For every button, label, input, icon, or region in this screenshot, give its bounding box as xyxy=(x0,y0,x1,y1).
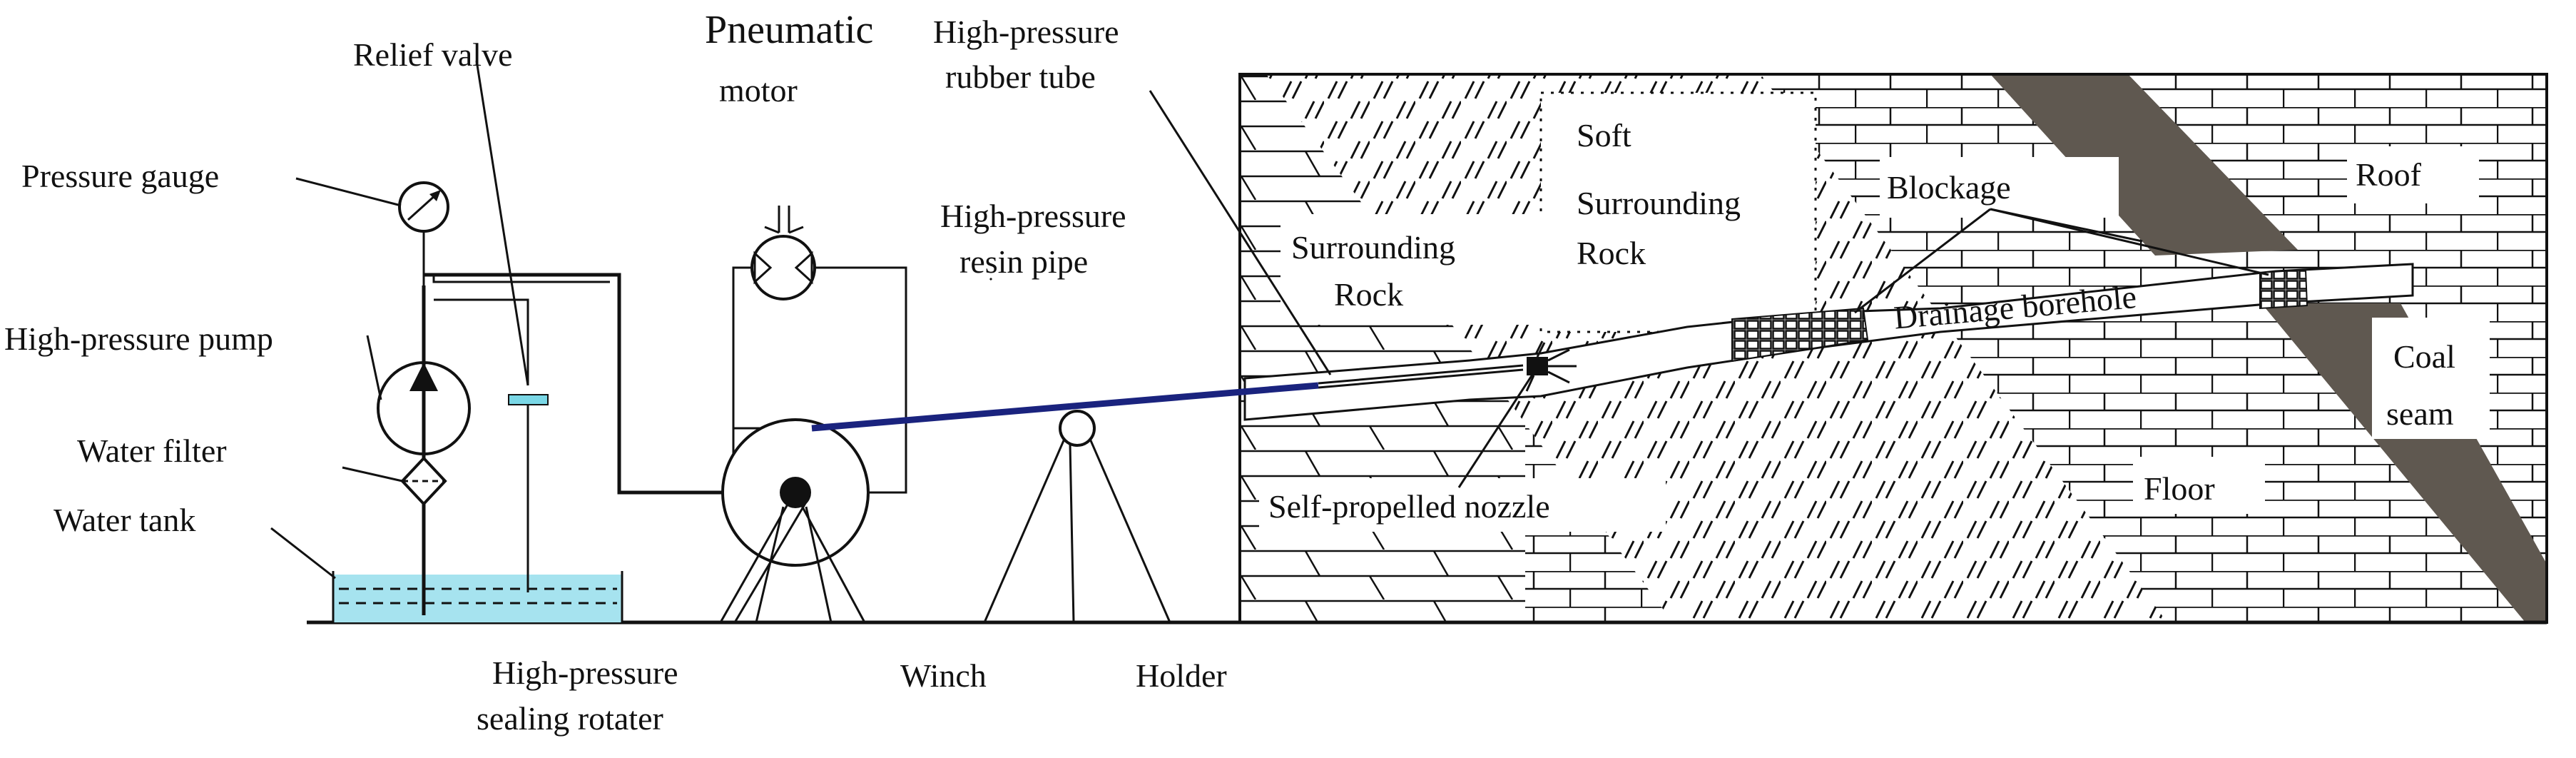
label-rotater-1: High-pressure xyxy=(492,655,678,691)
outlet-pipe-inner xyxy=(432,275,610,283)
roof-label-box xyxy=(2347,146,2479,203)
coal-label-box xyxy=(2372,318,2490,439)
label-floor: Floor xyxy=(2144,470,2215,507)
label-roof: Roof xyxy=(2356,156,2422,193)
label-soft-1: Soft xyxy=(1577,117,1631,153)
rubber-tube xyxy=(1318,364,1524,385)
coal-seam-lower xyxy=(2261,303,2547,622)
holder xyxy=(983,410,1171,623)
label-coal-1: Coal xyxy=(2393,338,2455,375)
label-soft-3: Rock xyxy=(1577,235,1646,271)
winch xyxy=(719,418,870,623)
rubber-tube xyxy=(1318,368,1524,389)
labels: Relief valve Pneumatic motor High-pressu… xyxy=(4,8,2455,737)
water-tank xyxy=(332,571,623,622)
label-water-filter: Water filter xyxy=(77,433,227,469)
self-propelled-nozzle xyxy=(1525,342,1577,392)
label-soft-2: Surrounding xyxy=(1577,185,1741,221)
label-water-tank: Water tank xyxy=(54,502,195,538)
relief-valve xyxy=(434,298,549,592)
high-pressure-pump xyxy=(377,361,471,455)
geology-section xyxy=(1238,73,2548,624)
label-winch: Winch xyxy=(900,657,987,694)
soft-label-box xyxy=(1569,100,1812,278)
label-holder: Holder xyxy=(1136,657,1227,694)
water-filter xyxy=(400,456,447,506)
label-pneumatic: Pneumatic xyxy=(705,8,873,52)
label-rubber-tube-1: High-pressure xyxy=(933,14,1119,50)
blockage-plug-1 xyxy=(1731,307,1869,363)
high-pressure-resin-pipe xyxy=(811,382,1319,432)
floor-label-box xyxy=(2133,457,2265,514)
label-coal-2: seam xyxy=(2386,395,2454,432)
label-resin-pipe-1: High-pressure xyxy=(940,198,1126,234)
label-pressure-gauge: Pressure gauge xyxy=(21,158,219,194)
pneumatic-motor xyxy=(732,206,907,494)
pressure-gauge xyxy=(398,181,449,275)
blockage-plug-2 xyxy=(2259,268,2308,310)
label-rotater-2: sealing rotater xyxy=(477,700,663,737)
label-rubber-tube-2: rubber tube xyxy=(945,59,1096,95)
surrounding-label-box xyxy=(1281,214,1555,325)
label-blockage: Blockage xyxy=(1887,169,2011,206)
label-relief-valve: Relief valve xyxy=(353,36,513,73)
label-pump: High-pressure pump xyxy=(4,320,273,357)
nozzle-label-box xyxy=(1259,478,1666,532)
high-pressure-outlet-pipe xyxy=(424,273,733,495)
label-nozzle: Self-propelled nozzle xyxy=(1268,488,1550,525)
label-motor: motor xyxy=(719,72,798,108)
blockage-label-box xyxy=(1880,157,2119,218)
label-surrounding-1: Surrounding xyxy=(1291,229,1455,266)
label-resin-pipe-2: resin pipe xyxy=(959,243,1088,280)
leader-lines xyxy=(270,60,2269,623)
coal-seam-upper xyxy=(1990,74,2298,256)
label-surrounding-2: Rock xyxy=(1334,276,1403,313)
